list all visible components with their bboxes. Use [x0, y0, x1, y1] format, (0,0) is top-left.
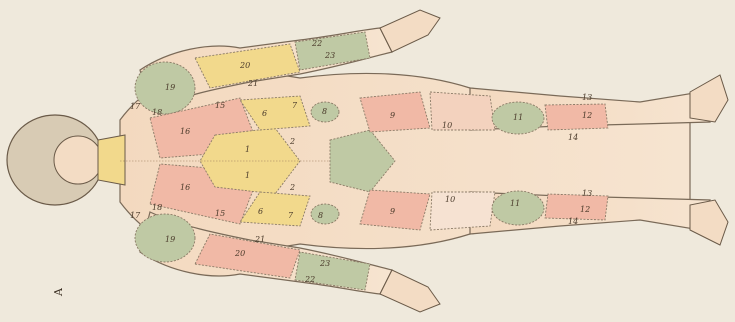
forearm-region-bottom	[295, 252, 370, 290]
label-hypo-l: 6	[262, 109, 267, 118]
label-shoulder-l: 19	[165, 83, 175, 92]
label-knee-r: 11	[510, 199, 520, 208]
label-thigh-r: 9	[390, 207, 395, 216]
label-chest-l: 16	[180, 127, 190, 136]
label-hypo-r: 6	[258, 207, 263, 216]
label-axilla-l: 15	[215, 101, 225, 110]
label-shin-l: 12	[582, 111, 592, 120]
label-wrist-r: 23	[319, 259, 330, 268]
label-shoulder-r: 19	[165, 235, 175, 244]
label-groin-r: 8	[318, 211, 323, 220]
label-elbow-r: 21	[254, 235, 265, 244]
label-axilla-r: 15	[215, 209, 225, 218]
knee-region-bottom	[492, 191, 544, 225]
label-wrist-l: 23	[324, 51, 335, 60]
head	[7, 115, 125, 205]
label-belly-l: 1	[245, 145, 250, 154]
label-belly-r: 1	[245, 171, 250, 180]
neck	[98, 135, 125, 185]
label-leg-r: 10	[445, 195, 455, 204]
foot-top	[690, 75, 728, 122]
label-ankle-l: 14	[568, 133, 578, 142]
label-thigh-l: 9	[390, 111, 395, 120]
label-calf-r: 13	[582, 189, 592, 198]
leg-region-top	[430, 92, 495, 130]
label-shin-r: 12	[580, 205, 590, 214]
foot-bottom	[690, 200, 728, 245]
label-ab-l: 2	[289, 137, 295, 146]
label-head-l: 17	[130, 102, 141, 111]
label-calf-l: 13	[582, 93, 592, 102]
plate-letter: A	[52, 287, 65, 297]
hand-top	[380, 10, 440, 52]
hand-bottom	[380, 270, 440, 312]
label-clav-l: 18	[152, 108, 162, 117]
label-ab-r: 2	[289, 183, 295, 192]
label-head-r: 17	[130, 211, 141, 220]
label-knee-l: 11	[513, 113, 523, 122]
label-ankle-r: 14	[568, 217, 578, 226]
label-forearm-l: 22	[311, 39, 322, 48]
label-upperarm-r: 20	[234, 249, 245, 258]
label-clav-r: 18	[152, 203, 162, 212]
face	[54, 136, 102, 184]
shin-region-top	[545, 104, 608, 130]
leg-region-bottom	[430, 192, 495, 230]
label-elbow-l: 21	[247, 79, 258, 88]
groin-region-bottom	[311, 204, 339, 224]
label-groin-l: 8	[322, 107, 327, 116]
label-forearm-r: 22	[304, 275, 315, 284]
label-leg-l: 10	[442, 121, 452, 130]
label-upperarm-l: 20	[239, 61, 250, 70]
label-chest-r: 16	[180, 183, 190, 192]
